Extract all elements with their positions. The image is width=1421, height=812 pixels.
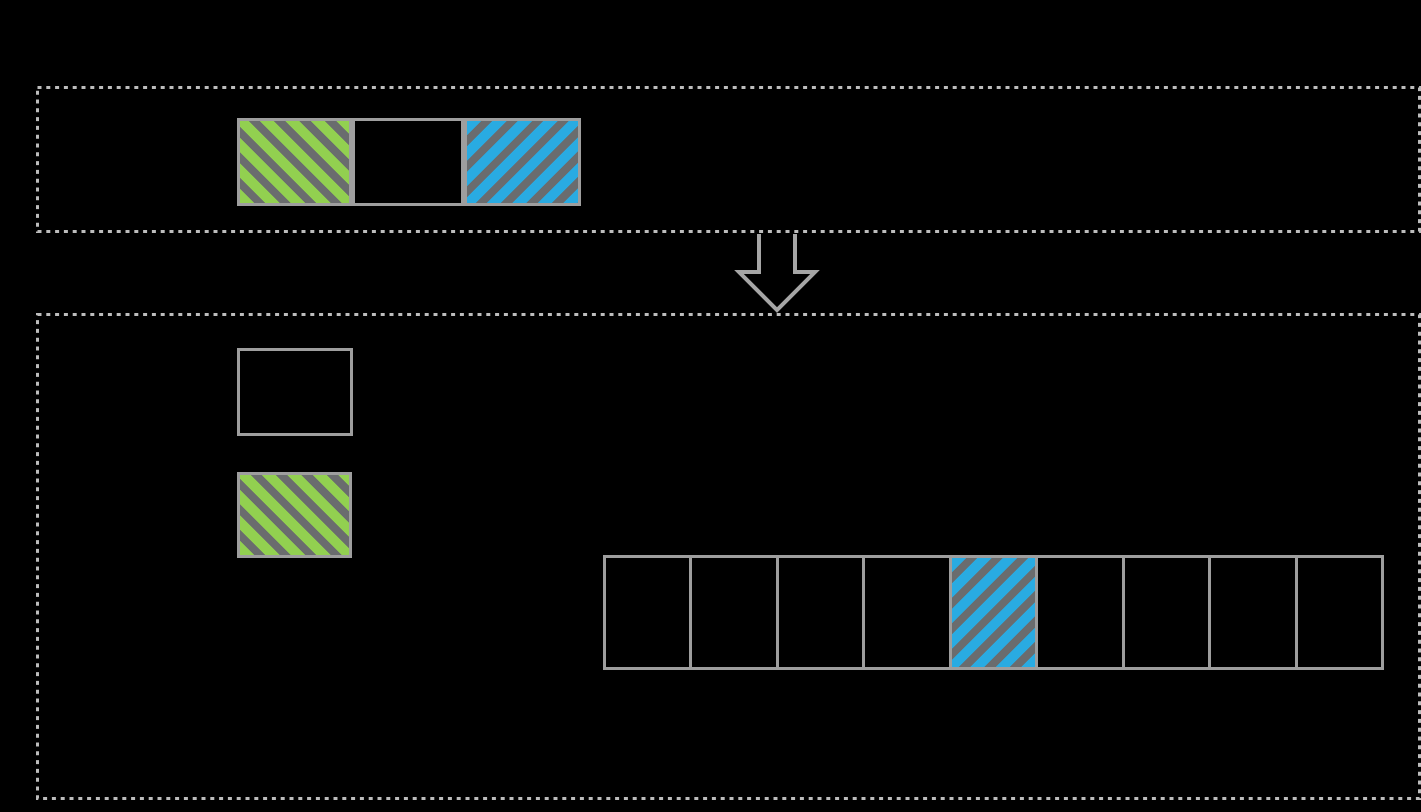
grid-cell — [1038, 558, 1125, 667]
grid-cell-blue-hatched — [951, 558, 1039, 667]
grid-cell — [692, 558, 779, 667]
stage1-blue-hatched-cell — [464, 118, 581, 206]
grid-cell — [606, 558, 693, 667]
grid-cell — [1298, 558, 1381, 667]
stage2-cell-grid — [603, 555, 1384, 670]
stage1-empty-cell — [352, 118, 464, 206]
stage1-dashed-box — [36, 86, 1421, 233]
grid-cell — [1125, 558, 1212, 667]
grid-cell — [779, 558, 866, 667]
grid-cell — [1211, 558, 1298, 667]
stage2-empty-square — [237, 348, 353, 436]
grid-cell — [865, 558, 952, 667]
down-arrow-icon — [734, 234, 820, 313]
stage2-green-hatched-square — [237, 472, 352, 558]
stage1-green-hatched-cell — [237, 118, 352, 206]
